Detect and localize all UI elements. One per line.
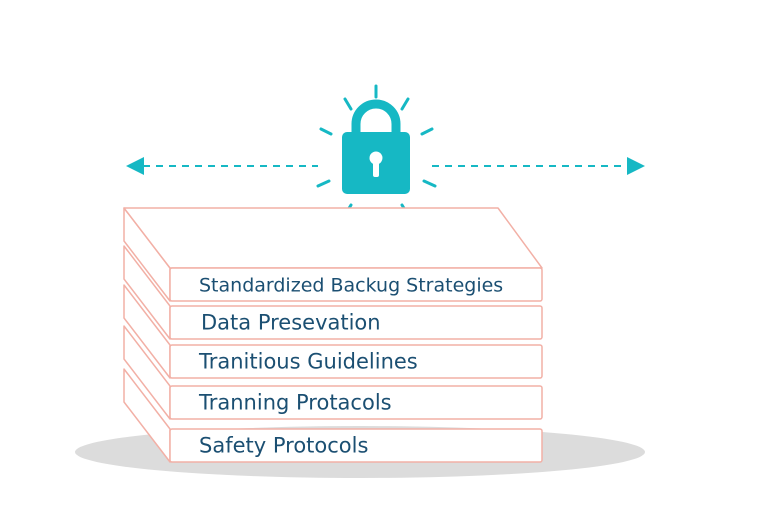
layer-front-face (169, 344, 543, 379)
padlock-icon (342, 99, 410, 194)
layer-3: Tranitious Guidelines (123, 284, 543, 379)
layer-1: Standardized Backug Strategies (123, 207, 543, 302)
layer-label: Data Presevation (201, 311, 381, 335)
arrow-left-icon (126, 157, 318, 175)
layer-2: Data Presevation (123, 245, 543, 340)
layer-front-face (169, 305, 543, 340)
arrow-right-icon (432, 157, 645, 175)
layer-front-face (169, 385, 543, 420)
layer-label: Tranning Protacols (198, 391, 392, 415)
layer-stack: Safety Protocols Tranning Protacols Tranit… (123, 207, 543, 463)
layer-label: Standardized Backug Strategies (199, 275, 503, 297)
layer-front-face (169, 267, 543, 302)
layer-4: Tranning Protacols (123, 325, 543, 420)
layer-front-face (169, 428, 543, 463)
layer-top-face (123, 207, 543, 269)
layer-label: Tranitious Guidelines (198, 350, 418, 374)
layer-label: Safety Protocols (199, 434, 368, 458)
layer-5: Safety Protocols (123, 368, 543, 463)
